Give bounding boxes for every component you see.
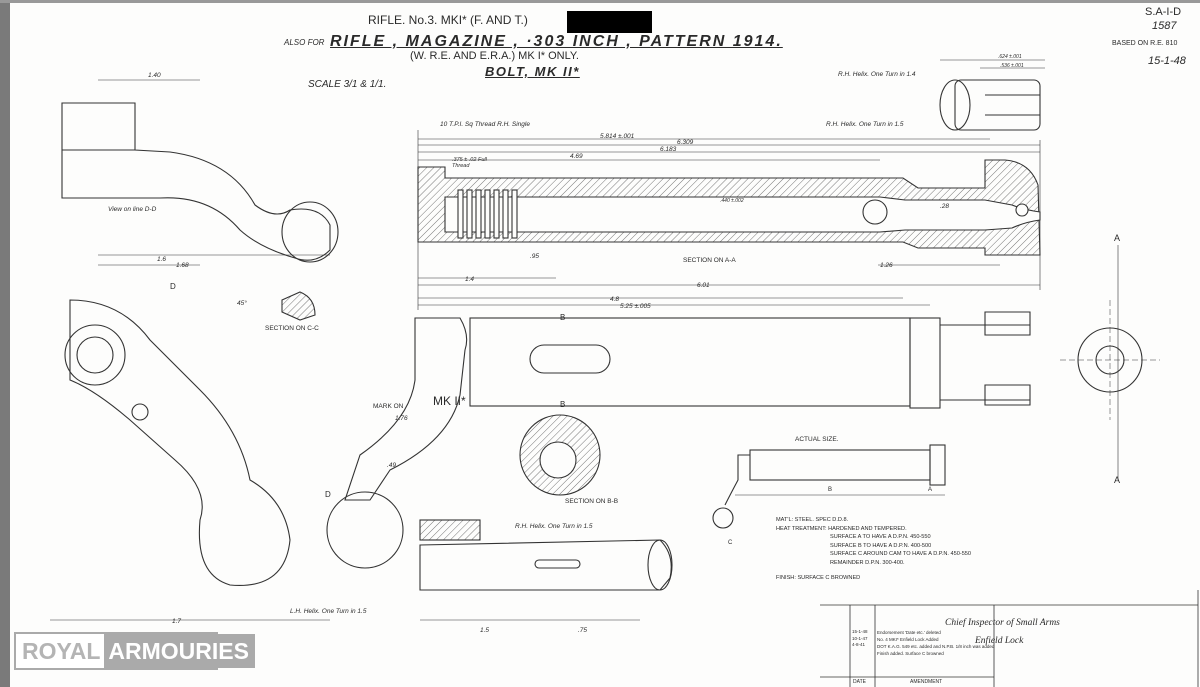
drawing-title-line1: RIFLE. No.3. MKI* (F. AND T.) xyxy=(368,13,528,27)
dim-5-814: 5.814 ±.001 xyxy=(600,133,635,140)
mark-on-label: MARK ON xyxy=(373,403,404,410)
section-marker-a-bottom: A xyxy=(1114,475,1121,485)
note-surface-b: SURFACE B TO HAVE A D.P.N. 400-500 xyxy=(830,542,932,549)
note-surface-c: SURFACE C AROUND CAM TO HAVE A D.P.N. 45… xyxy=(830,551,972,558)
drawing-title-line3: (W. R.E. AND E.R.A.) MK I* ONLY. xyxy=(410,50,579,62)
logo-text-left: ROYAL xyxy=(22,638,101,664)
redaction-box xyxy=(567,11,652,33)
thread-note: 10 T.P.I. Sq Thread R.H. Single xyxy=(440,121,530,128)
authority-line1: Chief Inspector of Small Arms xyxy=(945,618,1060,628)
helix-note-lh: L.H. Helix. One Turn in 1.5 xyxy=(290,608,367,615)
dim-1-5: 1.5 xyxy=(480,627,490,634)
actual-size-marker-b: B xyxy=(828,487,833,493)
section-a-a-bolt-body xyxy=(417,159,1041,256)
scale-label: SCALE 3/1 & 1/1. xyxy=(308,79,387,90)
amendment-date: 10-1-47 xyxy=(852,635,868,641)
dim-0-624: .624 ±.001 xyxy=(998,54,1022,60)
scan-edge-left xyxy=(0,0,10,687)
date-column-header: DATE xyxy=(853,679,866,685)
note-material: MAT'L: STEEL. SPEC D.D.8. xyxy=(776,517,849,523)
dim-0-440: .440 ±.002 xyxy=(720,198,744,204)
authority-line2: Enfield Lock xyxy=(975,636,1024,646)
section-b-b-label: SECTION ON B-B xyxy=(565,498,619,505)
section-b-b xyxy=(519,414,601,496)
amendment-entry: Finish added. Surface C browned xyxy=(877,651,944,656)
note-remainder: REMAINDER D.P.N. 300-400. xyxy=(830,559,905,566)
section-c-c xyxy=(281,291,316,321)
amendment-entry: DOT K.A.G. 549 etc. added and N.P.B. 1/8… xyxy=(877,644,995,649)
material-notes: MAT'L: STEEL. SPEC D.D.8. HEAT TREATMENT… xyxy=(776,516,971,582)
royal-armouries-logo: ROYAL ARMOURIES xyxy=(14,632,255,670)
dim-6-183: 6.183 xyxy=(660,146,677,153)
helix-note-top2: R.H. Helix. One Turn in 1.5 xyxy=(826,121,904,128)
amendment-entry: No. 4 MKI* Enfield Lock Added xyxy=(877,637,939,642)
bolt-body-view-b xyxy=(469,311,1031,409)
mark-text: MK II* xyxy=(433,394,466,408)
amendment-entry: Endorsement 'Date etc.' deleted xyxy=(877,630,941,635)
bolt-head-detail-top-right xyxy=(939,59,1045,131)
section-marker-d-bottom: D xyxy=(325,490,331,499)
based-on-ref: BASED ON R.E. 810 xyxy=(1112,40,1178,47)
section-a-a-label: SECTION ON A-A xyxy=(683,257,736,264)
also-for-label: ALSO FOR xyxy=(284,38,325,47)
drawing-number: 1587 xyxy=(1152,20,1177,32)
actual-size-marker-a: A xyxy=(928,487,933,493)
amendment-dates: 15-1-48 10-1-47 4-8-41 xyxy=(852,629,868,649)
actual-size-marker-c: C xyxy=(728,540,733,546)
dim-4-8: 4.8 xyxy=(610,296,620,303)
amendment-column-header: AMENDMENT xyxy=(910,679,943,685)
note-finish: FINISH: SURFACE C BROWNED xyxy=(776,574,861,581)
dim-0-536: .536 ±.001 xyxy=(1000,63,1024,69)
amendment-list: Endorsement 'Date etc.' deleted No. 4 MK… xyxy=(877,629,994,657)
dim-1-68: 1.68 xyxy=(176,262,189,269)
amendment-date: 15-1-48 xyxy=(852,629,868,634)
dim-1-40: 1.40 xyxy=(148,72,161,79)
dim-45-deg: 45° xyxy=(237,300,247,307)
dim-6-01: 6.01 xyxy=(697,282,710,289)
actual-size-label: ACTUAL SIZE. xyxy=(795,436,839,443)
dim-6-309: 6.309 xyxy=(677,139,694,146)
bolt-front-detail-bottom xyxy=(419,519,673,621)
bolt-handle-view-d-d xyxy=(61,79,339,266)
bolt-end-view-right xyxy=(1060,245,1160,480)
section-marker-d-top: D xyxy=(170,282,176,291)
full-thread-note: .375 ± .02 Full Thread xyxy=(452,157,487,169)
helix-note-top1: R.H. Helix. One Turn in 1.4 xyxy=(838,71,916,78)
dim-5-25: 5.25 ±.005 xyxy=(620,303,651,310)
dim-4-69: 4.69 xyxy=(570,153,583,160)
note-surface-a: SURFACE A TO HAVE A D.P.N. 450-550 xyxy=(830,534,931,541)
dim-1-4: 1.4 xyxy=(465,276,475,283)
dimension-lines-a-a xyxy=(417,130,1041,310)
dim-0-95: .95 xyxy=(530,253,540,260)
part-name: BOLT, MK II* xyxy=(485,64,580,79)
section-marker-a-top: A xyxy=(1114,233,1121,243)
dim-1-7: 1.7 xyxy=(172,618,182,625)
thread-grooves xyxy=(457,189,518,239)
actual-size-view xyxy=(712,444,946,529)
dim-0-49: .49 xyxy=(387,462,397,469)
note-heat-treatment: HEAT TREATMENT: HARDENED AND TEMPERED. xyxy=(776,525,907,532)
logo-text-right: ARMOURIES xyxy=(104,634,255,668)
dim-1-26: 1.26 xyxy=(880,262,893,269)
drawing-date: 15-1-48 xyxy=(1148,55,1186,67)
title-block-frame xyxy=(820,590,1199,687)
helix-note-bottom: R.H. Helix. One Turn in 1.5 xyxy=(515,523,593,530)
section-marker-b-bottom: B xyxy=(560,400,566,409)
dim-0-28: .28 xyxy=(940,203,950,210)
scan-edge-top xyxy=(0,0,1200,3)
drawing-number-prefix: S.A-I-D xyxy=(1145,6,1182,18)
bolt-side-view-left xyxy=(50,299,330,621)
dim-1-6: 1.6 xyxy=(157,256,167,263)
bolt-handle-side-view xyxy=(326,317,468,569)
drawing-title-line2: RIFLE , MAGAZINE , ·303 INCH , PATTERN 1… xyxy=(330,33,783,50)
section-marker-b-top: B xyxy=(560,313,566,322)
section-c-c-label: SECTION ON C-C xyxy=(265,325,319,332)
dim-0-75: .75 xyxy=(578,627,588,634)
view-d-d-label: View on line D-D xyxy=(108,206,157,213)
amendment-date: 4-8-41 xyxy=(852,642,866,647)
dim-1-76: 1.76 xyxy=(395,415,408,422)
